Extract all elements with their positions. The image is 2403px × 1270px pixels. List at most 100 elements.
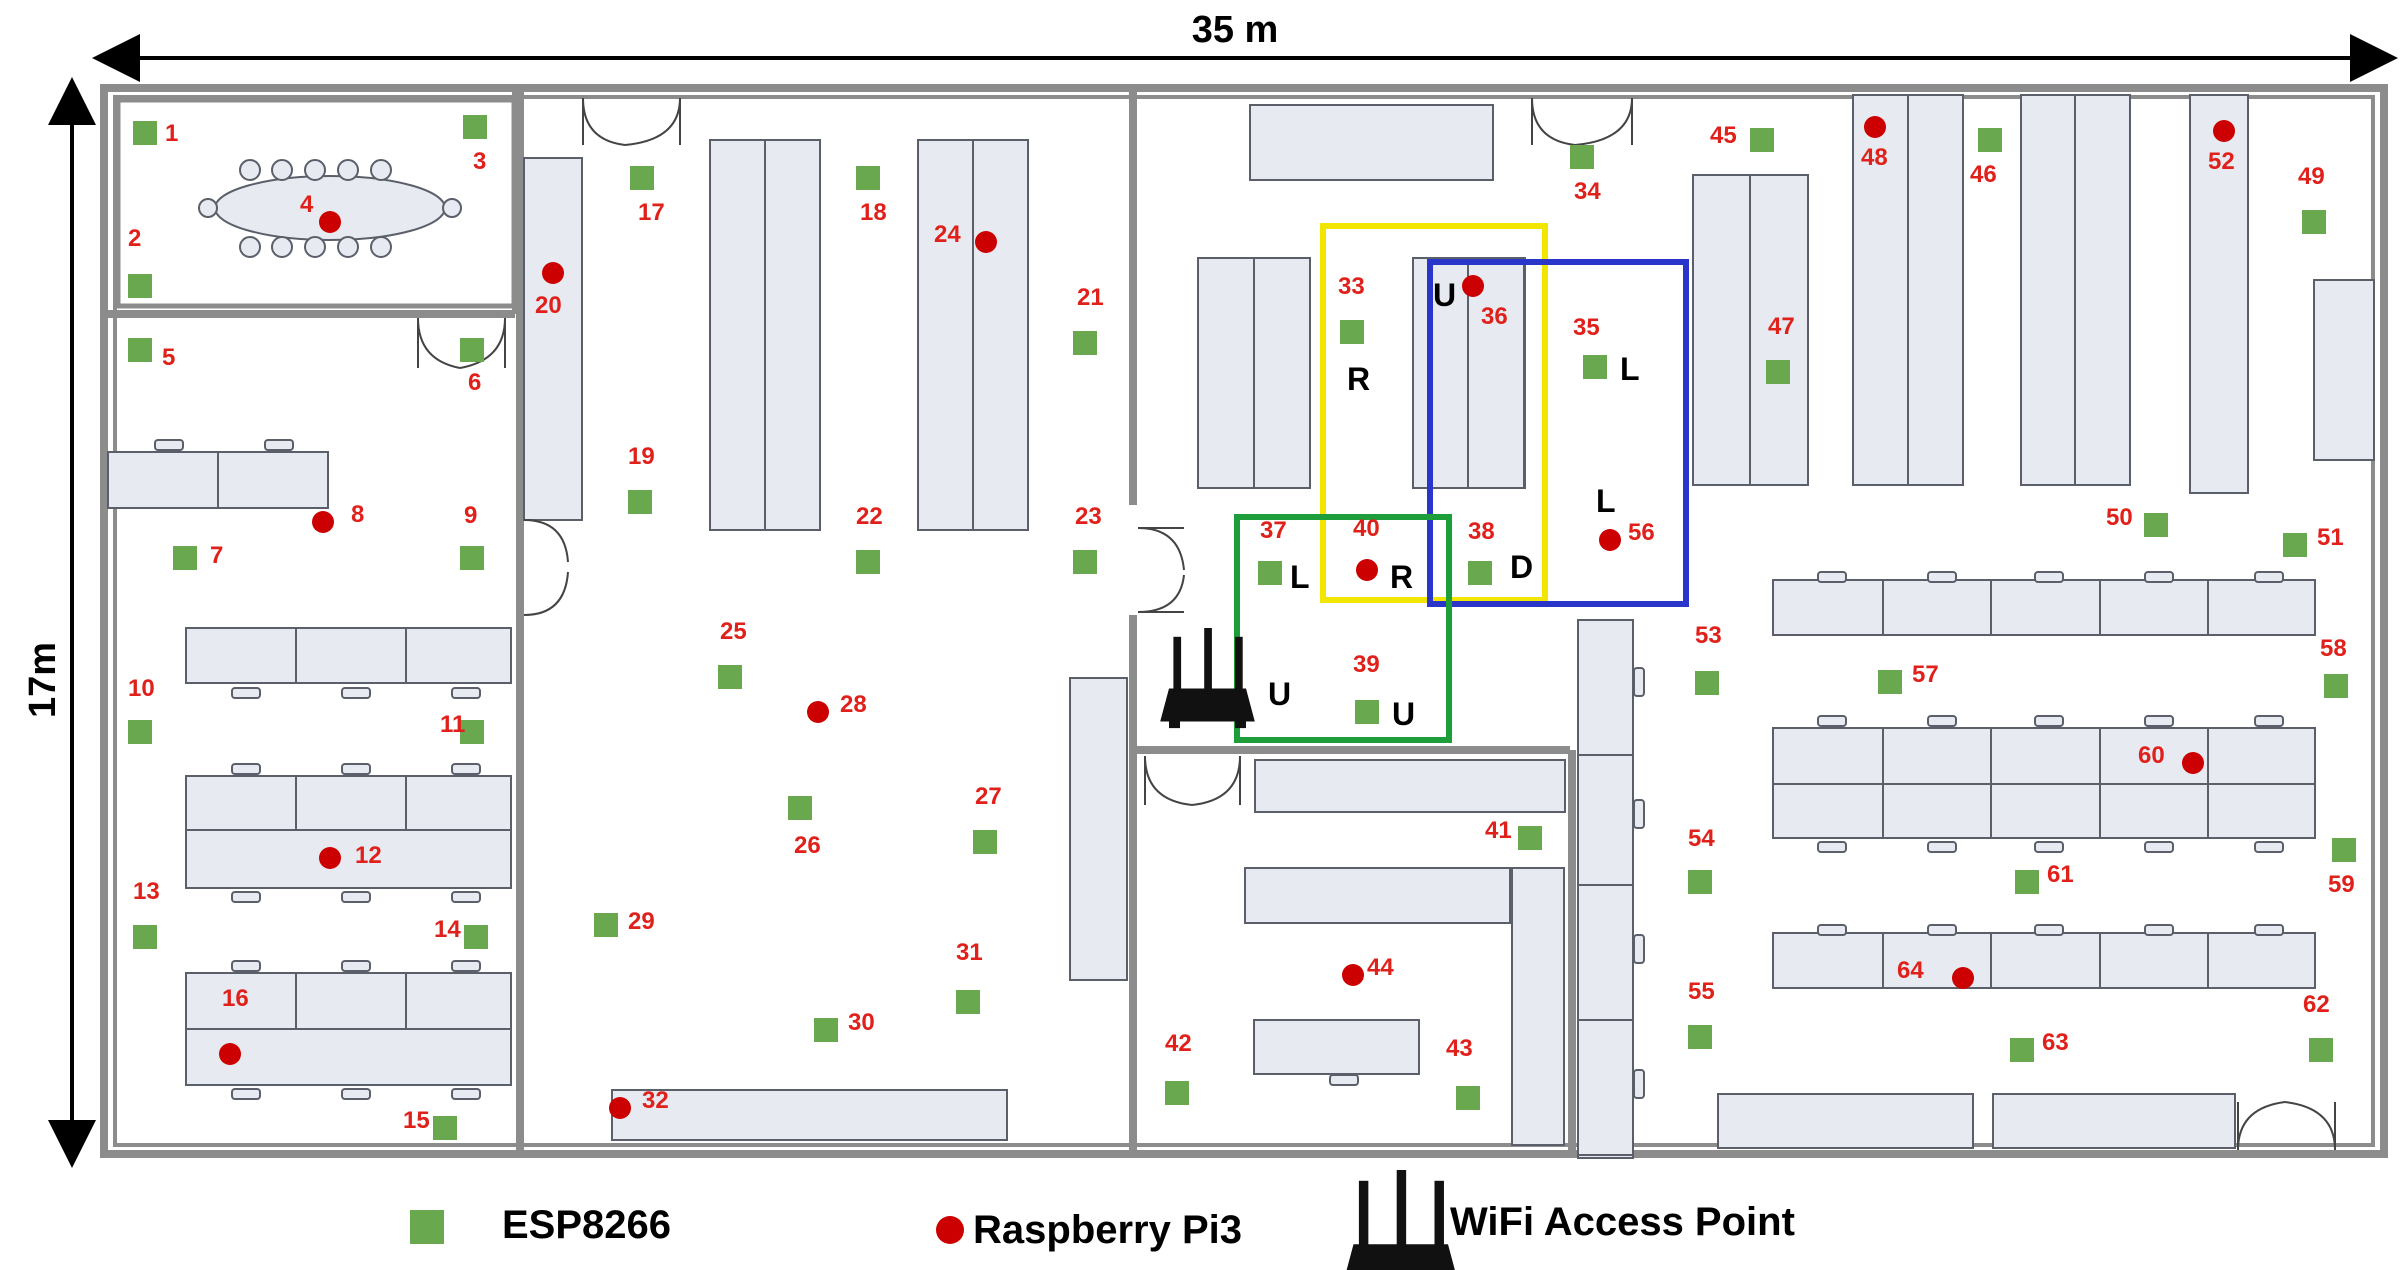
esp8266-node xyxy=(1688,1025,1712,1049)
node-label: 11 xyxy=(440,711,465,738)
esp8266-node xyxy=(718,665,742,689)
raspberry-pi-node xyxy=(1356,559,1378,581)
node-label: 42 xyxy=(1165,1030,1192,1057)
esp8266-node xyxy=(460,720,484,744)
node-label: 26 xyxy=(794,832,821,859)
node-label: 37 xyxy=(1260,517,1287,544)
wifi-access-point-icon xyxy=(1160,628,1255,729)
node-label: 52 xyxy=(2208,148,2235,175)
legend-rpi-icon xyxy=(936,1216,964,1244)
raspberry-pi-node xyxy=(319,847,341,869)
node-label: 14 xyxy=(434,916,461,943)
node-label: 16 xyxy=(222,985,249,1012)
node-label: 64 xyxy=(1897,957,1924,984)
esp8266-node xyxy=(973,830,997,854)
node-label: 61 xyxy=(2047,861,2074,888)
node-label: 45 xyxy=(1710,122,1737,149)
esp8266-node xyxy=(1340,320,1364,344)
esp8266-node xyxy=(460,546,484,570)
dimension-width: 35 m xyxy=(92,9,2398,82)
node-label: 6 xyxy=(468,369,481,396)
esp8266-node xyxy=(2144,513,2168,537)
node-label: 29 xyxy=(628,908,655,935)
esp8266-node xyxy=(1583,355,1607,379)
node-label: 50 xyxy=(2106,504,2133,531)
node-label: 12 xyxy=(355,842,382,869)
raspberry-pi-node xyxy=(1864,116,1886,138)
node-label: 43 xyxy=(1446,1035,1473,1062)
node-label: 51 xyxy=(2317,524,2344,551)
esp8266-node xyxy=(1766,360,1790,384)
legend-ap-icon xyxy=(1346,1170,1455,1270)
node-label: 8 xyxy=(351,501,364,528)
esp8266-node xyxy=(630,166,654,190)
esp8266-node xyxy=(1688,870,1712,894)
node-label: 53 xyxy=(1695,622,1722,649)
raspberry-pi-node xyxy=(1599,529,1621,551)
zone-letter: D xyxy=(1510,549,1533,585)
esp8266-node xyxy=(128,274,152,298)
node-label: 38 xyxy=(1468,518,1495,545)
raspberry-pi-node xyxy=(1952,967,1974,989)
walls xyxy=(100,84,2388,1158)
esp8266-node xyxy=(1165,1081,1189,1105)
node-label: 18 xyxy=(860,199,887,226)
zone-letter: L xyxy=(1596,483,1616,519)
height-label: 17m xyxy=(22,642,64,718)
node-label: 62 xyxy=(2303,991,2330,1018)
node-label: 20 xyxy=(535,292,562,319)
esp8266-node xyxy=(2324,674,2348,698)
node-label: 9 xyxy=(464,502,477,529)
node-label: 24 xyxy=(934,221,961,248)
node-label: 21 xyxy=(1077,284,1104,311)
esp8266-node xyxy=(788,796,812,820)
node-label: 1 xyxy=(165,120,178,147)
node-label: 55 xyxy=(1688,978,1715,1005)
green-zone xyxy=(1234,514,1452,743)
esp8266-node xyxy=(1695,671,1719,695)
esp8266-node xyxy=(2332,838,2356,862)
esp8266-node xyxy=(1878,670,1902,694)
node-label: 31 xyxy=(956,939,983,966)
esp8266-node xyxy=(1456,1086,1480,1110)
node-label: 40 xyxy=(1353,515,1380,542)
raspberry-pi-node xyxy=(319,211,341,233)
node-label: 63 xyxy=(2042,1029,2069,1056)
node-label: 32 xyxy=(642,1087,669,1114)
node-label: 57 xyxy=(1912,661,1939,688)
yellow-zone xyxy=(1320,223,1548,603)
legend-rpi-label: Raspberry Pi3 xyxy=(973,1208,1242,1252)
zone-letter: U xyxy=(1433,277,1456,313)
dimension-height: 17m xyxy=(22,77,96,1168)
node-label: 2 xyxy=(128,225,141,252)
esp8266-node xyxy=(1355,700,1379,724)
node-label: 5 xyxy=(162,344,175,371)
node-label: 36 xyxy=(1481,303,1508,330)
esp8266-node xyxy=(856,550,880,574)
esp8266-node xyxy=(814,1018,838,1042)
zone-letter: U xyxy=(1392,696,1415,732)
raspberry-pi-node xyxy=(2182,752,2204,774)
esp8266-node xyxy=(2309,1038,2333,1062)
esp8266-node xyxy=(1468,561,1492,585)
legend-esp-icon xyxy=(410,1210,444,1244)
node-label: 44 xyxy=(1367,954,1394,981)
node-label: 17 xyxy=(638,199,665,226)
node-label: 60 xyxy=(2138,742,2165,769)
node-label: 28 xyxy=(840,691,867,718)
node-label: 3 xyxy=(473,148,486,175)
esp8266-node xyxy=(128,720,152,744)
esp8266-node xyxy=(594,913,618,937)
esp8266-node xyxy=(128,338,152,362)
node-label: 33 xyxy=(1338,273,1365,300)
zones xyxy=(1234,223,1689,743)
legend-ap-label: WiFi Access Point xyxy=(1450,1200,1795,1244)
node-label: 13 xyxy=(133,878,160,905)
node-label: 15 xyxy=(403,1107,430,1134)
esp8266-node xyxy=(1073,331,1097,355)
zone-letter: L xyxy=(1620,351,1640,387)
esp8266-node xyxy=(1258,561,1282,585)
